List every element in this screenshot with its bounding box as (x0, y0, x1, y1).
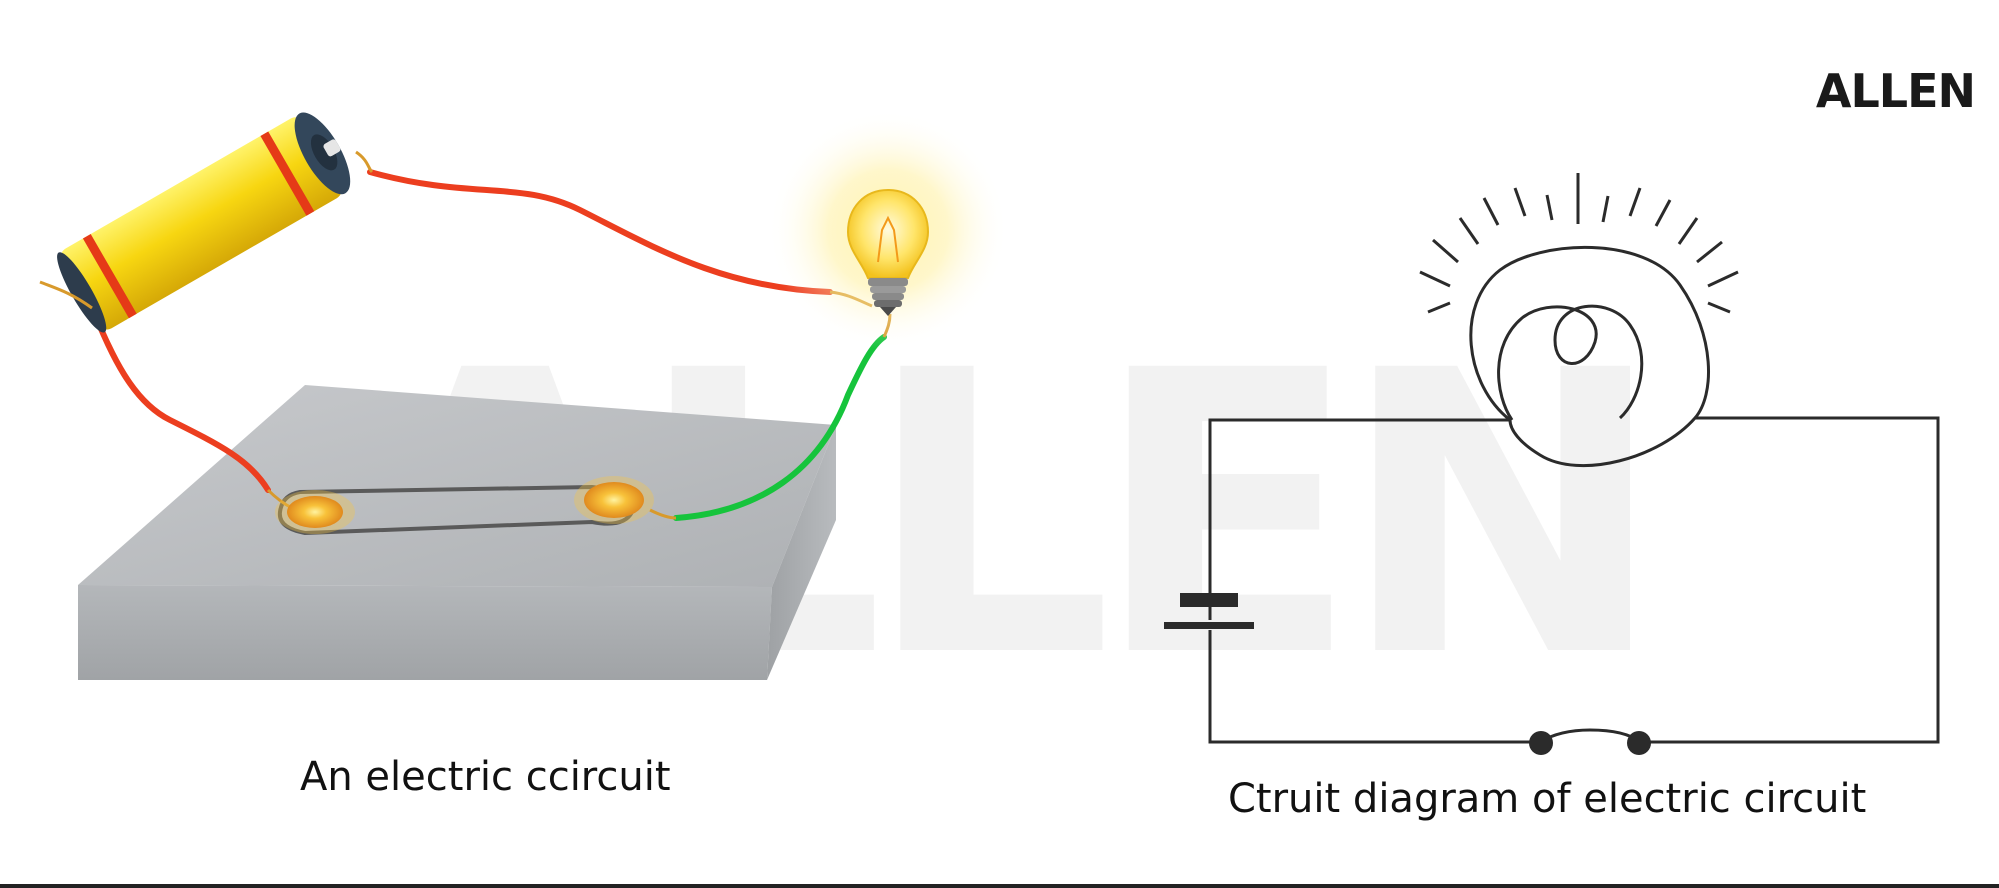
green-wire (673, 334, 887, 521)
circuit-wire (1208, 416, 1940, 744)
wooden-board (78, 385, 836, 680)
red-wire-top (367, 169, 833, 295)
wire-connector (355, 150, 374, 174)
switch-symbol (1529, 728, 1651, 755)
caption-illustration: An electric ccircuit (300, 754, 671, 800)
battery (57, 112, 351, 333)
cell-symbol (1164, 593, 1254, 629)
schematic-diagram (1208, 173, 1940, 744)
caption-schematic: Ctruit diagram of electric circuit (1228, 776, 1867, 822)
bulb (768, 110, 1008, 350)
filament (1497, 304, 1644, 421)
bottom-divider (0, 884, 1999, 888)
wire-connector (39, 280, 93, 310)
light-rays (1419, 173, 1739, 314)
contact-left (275, 490, 355, 534)
bulb-symbol (1469, 245, 1710, 468)
red-wire-bottom (89, 305, 271, 493)
contact-right (574, 476, 654, 524)
wire-connector (649, 508, 677, 520)
brand-logo: ALLEN (1815, 64, 1976, 118)
